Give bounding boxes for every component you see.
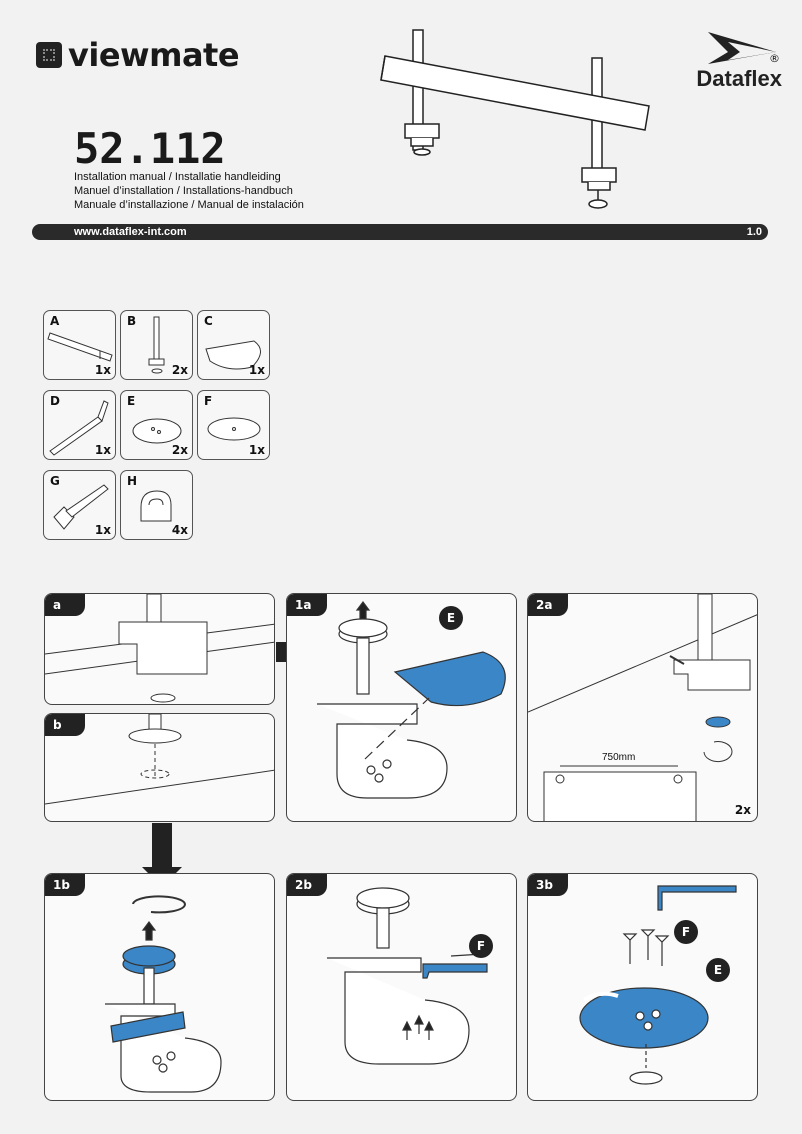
- dataflex-logo: Dataflex ®: [680, 30, 782, 92]
- part-letter: C: [204, 314, 213, 328]
- part-letter: A: [50, 314, 60, 328]
- part-qty: 1x: [94, 443, 111, 457]
- step-3b-panel: 3b E F: [527, 873, 758, 1101]
- disc-plate-illustration: [207, 417, 261, 441]
- manual-title-line: Manuale d’installazione / Manual de inst…: [74, 199, 304, 211]
- part-letter: G: [50, 474, 60, 488]
- bolt-illustration: [53, 484, 109, 530]
- step-label: 2a: [528, 594, 568, 616]
- step-label: b: [45, 714, 85, 736]
- arrow-down-icon: [142, 823, 182, 887]
- manual-title-line: Installation manual / Installatie handle…: [74, 171, 281, 183]
- pole-clamp-illustration: [148, 316, 165, 374]
- part-h: H 4x: [120, 470, 193, 540]
- maker-name: Dataflex: [696, 66, 782, 91]
- rail-mount-illustration: [528, 594, 757, 821]
- brand-name: viewmate: [68, 36, 240, 74]
- clamp-cover-illustration: [317, 601, 506, 799]
- website-link[interactable]: www.dataflex-int.com: [74, 226, 187, 238]
- base-plate-screws-illustration: [579, 885, 737, 1085]
- clamp-knob-illustration: [105, 895, 222, 1093]
- step-1b-panel: 1b: [44, 873, 275, 1101]
- part-qty: 2x: [171, 443, 188, 457]
- part-c: C 1x: [197, 310, 270, 380]
- viewmate-logo: viewmate: [36, 36, 240, 74]
- callout-e: E: [439, 606, 463, 630]
- step-label: 1a: [287, 594, 327, 616]
- callout-e: E: [706, 958, 730, 982]
- part-letter: F: [204, 394, 213, 408]
- desk-clamp-illustration: [45, 594, 274, 703]
- step-label: 3b: [528, 874, 568, 896]
- part-qty: 1x: [248, 363, 265, 377]
- step-a-panel: a: [44, 593, 275, 705]
- allen-key-illustration: [49, 400, 109, 456]
- part-letter: H: [127, 474, 138, 488]
- part-d: D 1x: [43, 390, 116, 460]
- part-qty: 1x: [248, 443, 265, 457]
- step-2b-panel: 2b F: [286, 873, 517, 1101]
- product-illustration: [380, 29, 650, 209]
- allen-key-fix-illustration: [327, 887, 488, 1065]
- disc-plate-illustration: [132, 418, 182, 444]
- cover-plate-illustration: [205, 340, 261, 370]
- part-f: F 1x: [197, 390, 270, 460]
- step-label: 2b: [287, 874, 327, 896]
- step-1a-panel: 1a E: [286, 593, 517, 822]
- cable-clip-illustration: [140, 490, 172, 522]
- model-number: 52.112: [74, 124, 226, 173]
- step-label: a: [45, 594, 85, 616]
- dataflex-chevron-icon: [708, 32, 776, 64]
- rail-distance-label: 750mm: [602, 752, 636, 763]
- version-label: 1.0: [746, 226, 762, 238]
- part-qty: 1x: [94, 523, 111, 537]
- part-qty: 2x: [171, 363, 188, 377]
- manual-titles: Installation manual / Installatie handle…: [74, 170, 304, 212]
- url-bar: www.dataflex-int.com 1.0: [32, 224, 768, 240]
- rail-illustration: [47, 332, 113, 362]
- manual-title-line: Manuel d’installation / Installations-ha…: [74, 185, 293, 197]
- part-a: A 1x: [43, 310, 116, 380]
- callout-f: F: [469, 934, 493, 958]
- part-e: E 2x: [120, 390, 193, 460]
- part-b: B 2x: [120, 310, 193, 380]
- part-g: G 1x: [43, 470, 116, 540]
- step-qty: 2x: [734, 803, 751, 817]
- part-letter: E: [127, 394, 136, 408]
- callout-f: F: [674, 920, 698, 944]
- step-2a-panel: 2a 750mm 2x: [527, 593, 758, 822]
- part-qty: 1x: [94, 363, 111, 377]
- part-qty: 4x: [171, 523, 188, 537]
- part-letter: B: [127, 314, 137, 328]
- part-letter: D: [50, 394, 60, 408]
- step-label: 1b: [45, 874, 85, 896]
- viewmate-logo-icon: [36, 42, 62, 68]
- registered-mark: ®: [769, 52, 780, 65]
- step-b-panel: b: [44, 713, 275, 822]
- mounting-hole-illustration: [45, 714, 274, 805]
